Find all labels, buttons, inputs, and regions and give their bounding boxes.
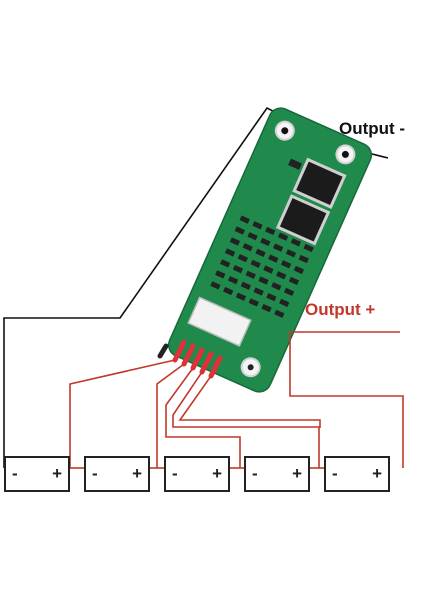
battery-cell-1: - +	[4, 456, 70, 492]
bms-pcb-board	[167, 107, 373, 393]
cell-positive-terminal: +	[372, 464, 382, 483]
cell-negative-terminal: -	[92, 464, 98, 483]
output-negative-label: Output -	[339, 119, 406, 138]
cell-positive-terminal: +	[52, 464, 62, 483]
battery-cell-5: - +	[324, 456, 390, 492]
cell-positive-terminal: +	[132, 464, 142, 483]
battery-cell-3: - +	[164, 456, 230, 492]
cell-positive-terminal: +	[212, 464, 222, 483]
cell-positive-terminal: +	[292, 464, 302, 483]
balance-connector	[187, 296, 252, 347]
mosfet-1	[292, 157, 347, 209]
cell-negative-terminal: -	[172, 464, 178, 483]
battery-cell-2: - +	[84, 456, 150, 492]
balance-wires	[69, 331, 404, 468]
cell-negative-terminal: -	[12, 464, 18, 483]
cell-negative-terminal: -	[252, 464, 258, 483]
output-positive-label: Output +	[305, 300, 376, 319]
battery-cell-4: - +	[244, 456, 310, 492]
cell-negative-terminal: -	[332, 464, 338, 483]
balance-pins	[172, 339, 223, 379]
mosfet-2	[275, 194, 331, 246]
